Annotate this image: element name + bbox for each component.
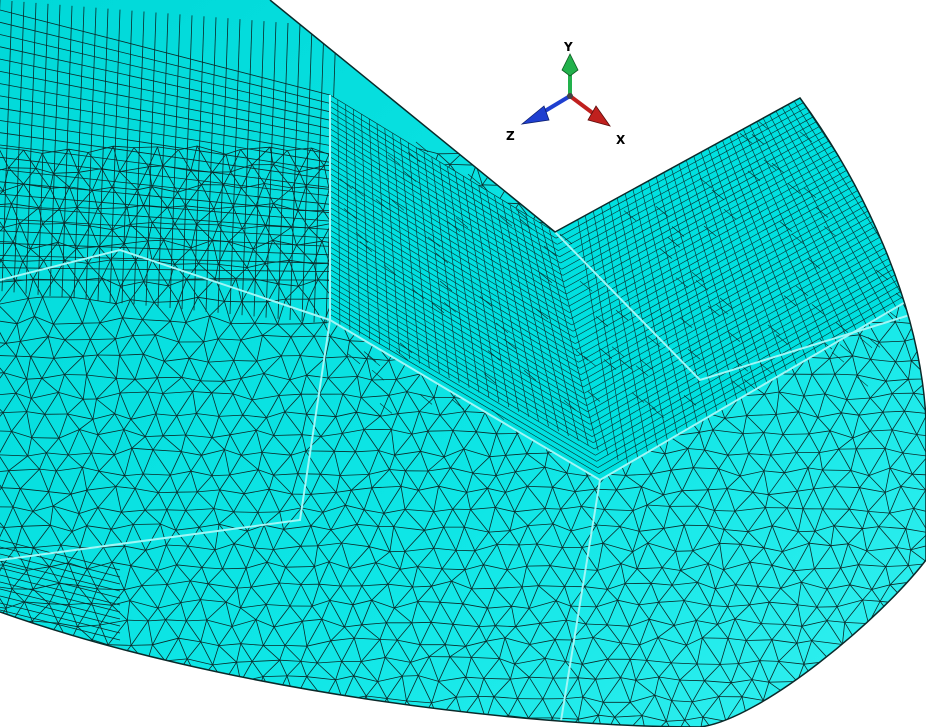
y-axis-arrow: Y (561, 40, 579, 94)
x-axis-arrow: X (568, 94, 626, 147)
y-axis-label: Y (563, 40, 573, 54)
feature-edges (0, 95, 926, 727)
axis-triad: Y Z X (506, 40, 626, 147)
x-axis-label: X (616, 133, 626, 147)
z-axis-label: Z (506, 129, 515, 143)
triad-origin (567, 93, 573, 99)
z-axis-arrow: Z (506, 94, 572, 143)
